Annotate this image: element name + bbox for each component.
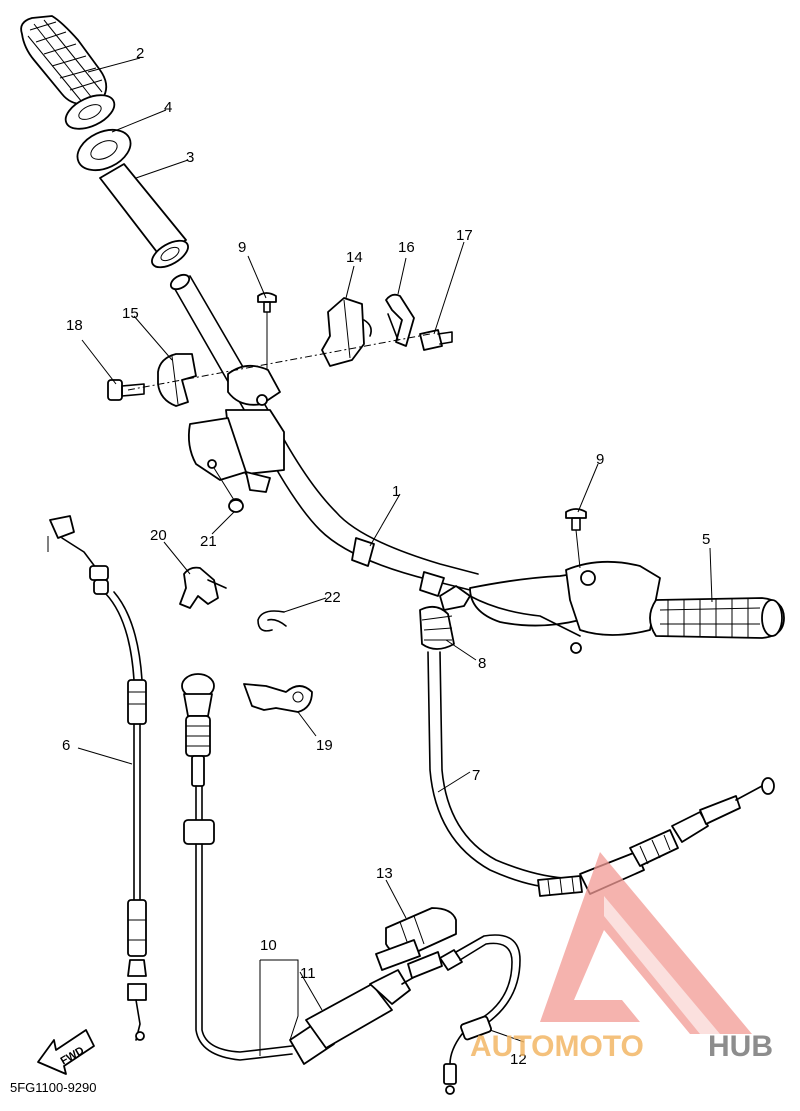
callout-10: 10 [260, 937, 277, 954]
screw-17 [419, 329, 453, 351]
part-13 [375, 907, 457, 979]
right-grip [649, 597, 785, 639]
callout-21: 21 [200, 533, 217, 550]
screw-18 [107, 379, 145, 401]
left-grip [20, 15, 116, 130]
callout-labels: 1 2 3 4 5 6 7 8 9 9 10 11 12 13 14 15 16… [62, 45, 710, 1068]
cable-6 [47, 515, 147, 1041]
callout-1: 1 [392, 483, 400, 500]
callout-6: 6 [62, 737, 70, 754]
callout-20: 20 [150, 527, 167, 544]
callout-9-left: 9 [238, 239, 246, 256]
watermark-triangle-icon [540, 852, 752, 1034]
callout-18: 18 [66, 317, 83, 334]
assembly-center-line [127, 333, 431, 391]
bolt-9-right [565, 508, 587, 569]
callout-13: 13 [376, 865, 393, 882]
lever-assembly [469, 560, 661, 654]
clip-22 [257, 610, 287, 632]
diagram-code: 5FG1100-9290 [10, 1080, 97, 1095]
watermark-brand-part1: AUTOMOTO [470, 1030, 644, 1063]
cable-12 [439, 934, 521, 1095]
leader-lines [77, 57, 713, 1056]
callout-15: 15 [122, 305, 139, 322]
callout-3: 3 [186, 149, 194, 166]
callout-7: 7 [472, 767, 480, 784]
clip-16 [385, 293, 415, 347]
bracket-19 [243, 683, 313, 713]
clamp-14 [321, 297, 372, 367]
cable-7 [419, 585, 775, 897]
clamp-20 [179, 566, 227, 609]
callout-8: 8 [478, 655, 486, 672]
switch-assembly [187, 364, 285, 510]
callout-5: 5 [702, 531, 710, 548]
throttle-tube [99, 163, 189, 269]
callout-12: 12 [510, 1051, 527, 1068]
callout-4: 4 [164, 99, 172, 116]
bolt-21 [228, 499, 244, 513]
callout-14: 14 [346, 249, 363, 266]
callout-19: 19 [316, 737, 333, 754]
collar [76, 128, 132, 172]
callout-2: 2 [136, 45, 144, 62]
callout-17: 17 [456, 227, 473, 244]
watermark-brand-part2: HUB [708, 1030, 773, 1063]
callout-22: 22 [324, 589, 341, 606]
callout-9-right: 9 [596, 451, 604, 468]
fwd-arrow: FWD [37, 1029, 95, 1075]
clamp-15 [157, 353, 197, 407]
watermark-logo [540, 852, 752, 1034]
cable-10 [181, 673, 431, 1065]
callout-11: 11 [300, 965, 316, 982]
callout-16: 16 [398, 239, 415, 256]
